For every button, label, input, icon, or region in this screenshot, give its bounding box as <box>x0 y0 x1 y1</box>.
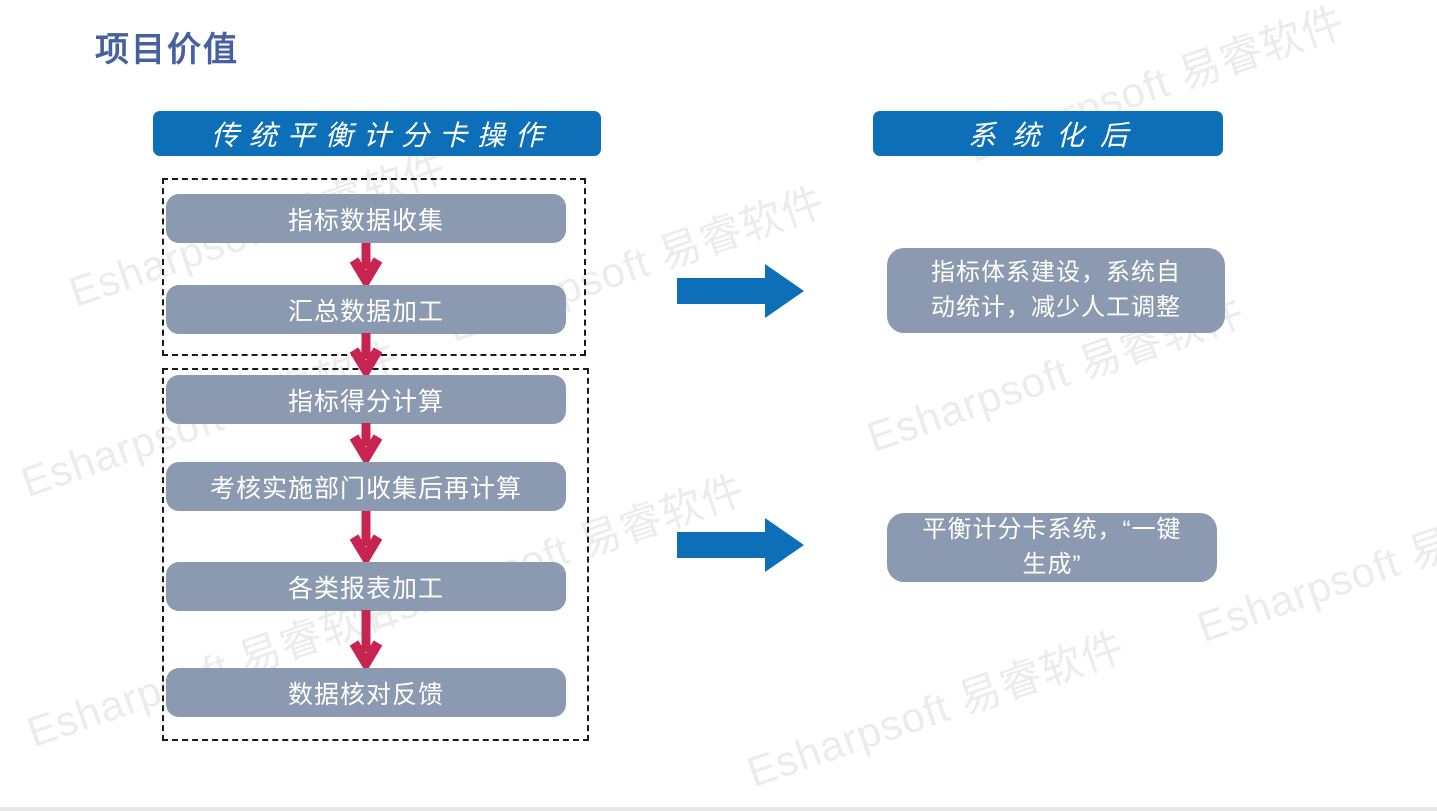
slide-title: 项目价值 <box>95 31 239 69</box>
result-box-indicator-system: 指标体系建设，系统自动统计，减少人工调整 <box>887 248 1225 333</box>
flow-arrow-down-icon <box>349 333 383 380</box>
process-group-frame-2 <box>162 368 589 741</box>
watermark-text: Esharpsoft 易睿软件 <box>1191 477 1437 651</box>
flow-arrow-down-icon <box>349 423 383 467</box>
transform-arrow-right-icon <box>677 517 805 573</box>
flow-arrow-down-icon <box>349 610 383 673</box>
step-box-aggregate-data: 汇总数据加工 <box>166 285 566 334</box>
step-box-report-processing: 各类报表加工 <box>166 562 566 611</box>
step-box-dept-recalculation: 考核实施部门收集后再计算 <box>166 462 566 511</box>
transform-arrow-right-icon <box>677 263 805 319</box>
step-box-score-calculation: 指标得分计算 <box>166 375 566 424</box>
flow-arrow-down-icon <box>349 243 383 290</box>
step-box-data-feedback: 数据核对反馈 <box>166 668 566 717</box>
step-box-collect-data: 指标数据收集 <box>166 194 566 243</box>
result-box-one-click: 平衡计分卡系统，“一键生成” <box>887 513 1217 582</box>
watermark-text: Esharpsoft 易睿软件 <box>741 622 1131 796</box>
left-column-header: 传统平衡计分卡操作 <box>153 111 601 156</box>
flow-arrow-down-icon <box>349 511 383 567</box>
right-column-header: 系统化后 <box>873 111 1223 156</box>
bottom-divider <box>0 807 1437 811</box>
